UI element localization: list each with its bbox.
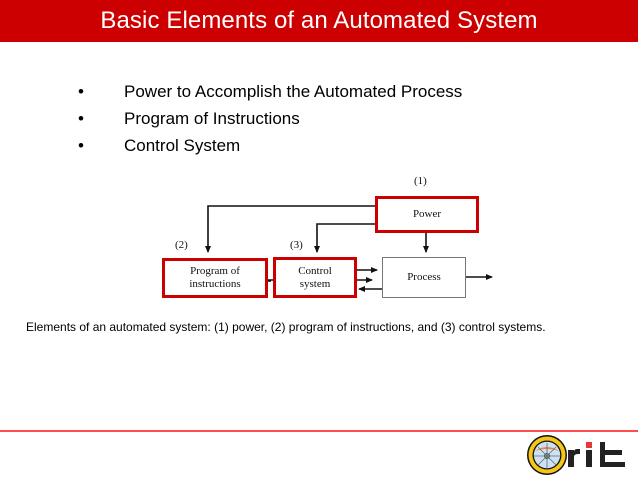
footer-divider — [0, 430, 638, 432]
rit-seal-icon — [527, 435, 567, 475]
diagram-box-control-label-line1: Control — [298, 264, 332, 277]
diagram-box-process: Process — [382, 257, 466, 298]
diagram-box-process-label: Process — [407, 271, 441, 284]
diagram-box-power-label: Power — [412, 208, 442, 221]
diagram-callout-1: (1) — [414, 175, 427, 187]
diagram-box-control-system: Control system — [273, 257, 357, 298]
list-item: • Program of Instructions — [78, 105, 578, 132]
diagram-callout-3: (3) — [290, 239, 303, 251]
diagram-box-control-label-line2: system — [299, 277, 331, 290]
title-banner: Basic Elements of an Automated System — [0, 0, 638, 42]
list-item: • Control System — [78, 132, 578, 159]
rit-wordmark — [568, 442, 625, 467]
bullet-dot-icon: • — [78, 136, 84, 155]
diagram-box-program-label-line2: instructions — [189, 278, 241, 290]
list-item-label: Control System — [124, 136, 241, 155]
diagram-box-program-label-line1: Program of — [190, 265, 240, 278]
rit-i-dot — [586, 442, 592, 448]
diagram-box-power: Power — [375, 196, 479, 233]
bullet-dot-icon: • — [78, 109, 84, 128]
page-title: Basic Elements of an Automated System — [100, 7, 538, 34]
diagram-callout-2: (2) — [175, 239, 188, 251]
list-item-label: Program of Instructions — [124, 109, 300, 128]
bullet-dot-icon: • — [78, 82, 84, 101]
diagram-caption: Elements of an automated system: (1) pow… — [26, 320, 546, 334]
diagram-box-program-of-instructions: Program of instructions — [162, 258, 268, 298]
footer-logo — [526, 434, 630, 476]
list-item-label: Power to Accomplish the Automated Proces… — [124, 82, 463, 101]
list-item: • Power to Accomplish the Automated Proc… — [78, 78, 578, 105]
bullet-list: • Power to Accomplish the Automated Proc… — [78, 78, 578, 159]
